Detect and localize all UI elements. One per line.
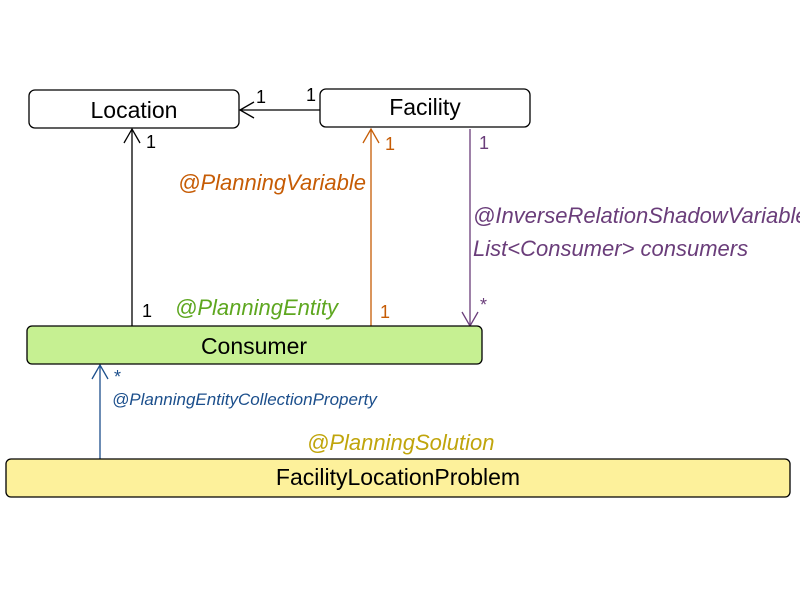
node-location-label: Location — [91, 97, 178, 123]
node-facility-box — [319, 88, 531, 128]
consumers-field-annotation: List<Consumer> consumers — [473, 236, 748, 261]
node-consumer-box — [26, 325, 483, 365]
edge-consumer-location-source-mult: 1 — [142, 301, 152, 321]
edge-consumer-facility-target-mult: 1 — [385, 134, 395, 154]
node-facility: Facility — [319, 88, 531, 128]
edge-facility-location-target-mult: 1 — [256, 87, 266, 107]
node-problem: FacilityLocationProblem — [5, 458, 791, 498]
edge-consumer-facility-source-mult: 1 — [380, 302, 390, 322]
edge-problem-consumers: * @PlanningEntityCollectionProperty — [91, 363, 378, 459]
edge-facility-consumers: 1 * @InverseRelationShadowVariable List<… — [461, 129, 800, 328]
edge-consumer-facility: 1 1 @PlanningVariable — [178, 127, 395, 326]
node-facility-label: Facility — [389, 94, 461, 120]
edge-consumer-location: 1 1 — [123, 127, 156, 326]
planning-entity-collection-annotation: @PlanningEntityCollectionProperty — [112, 390, 378, 409]
edge-problem-consumers-arrowhead — [91, 363, 109, 380]
edge-consumer-location-target-mult: 1 — [146, 132, 156, 152]
node-consumer-label: Consumer — [201, 333, 307, 359]
edge-consumer-location-arrowhead — [123, 127, 141, 144]
edge-problem-consumers-target-mult: * — [114, 367, 121, 387]
node-problem-label: FacilityLocationProblem — [276, 464, 520, 490]
inverse-shadow-variable-annotation: @InverseRelationShadowVariable — [473, 203, 800, 228]
edge-facility-location-arrowhead — [238, 101, 255, 119]
edge-facility-consumers-target-mult: * — [480, 295, 487, 315]
planning-entity-annotation: @PlanningEntity — [175, 295, 340, 320]
node-location: Location — [28, 89, 240, 129]
planning-solution-annotation: @PlanningSolution — [307, 430, 494, 455]
node-problem-box — [5, 458, 791, 498]
edge-facility-location-source-mult: 1 — [306, 85, 316, 105]
planning-variable-annotation: @PlanningVariable — [178, 170, 366, 195]
edge-consumer-facility-arrowhead — [362, 127, 380, 144]
edge-facility-consumers-source-mult: 1 — [479, 133, 489, 153]
node-location-box — [28, 89, 240, 129]
node-consumer: Consumer — [26, 325, 483, 365]
edge-facility-location: 1 1 — [238, 85, 320, 119]
